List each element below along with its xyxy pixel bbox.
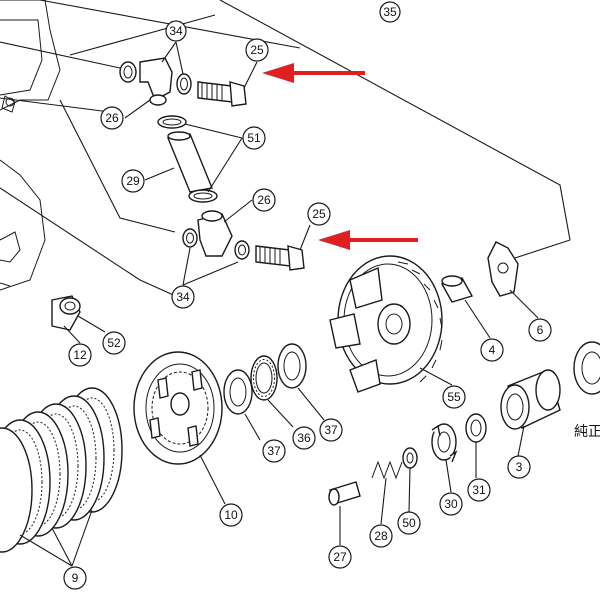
callout-35: 35 — [379, 1, 401, 23]
callout-12: 12 — [68, 343, 92, 367]
plain-washer — [465, 413, 487, 443]
callout-25-upper: 25 — [245, 38, 269, 62]
thrust-washer-inner — [277, 343, 307, 389]
lock-washer — [431, 423, 458, 463]
clutch-housing — [329, 255, 443, 393]
upper-banjo-fitting — [119, 57, 192, 106]
callout-12-label: 12 — [73, 348, 87, 362]
callout-51: 51 — [242, 126, 266, 150]
callout-35-label: 35 — [383, 5, 397, 19]
lower-banjo-bolt — [255, 245, 305, 271]
callout-29-label: 29 — [126, 174, 140, 188]
callout-9: 9 — [63, 566, 87, 590]
clutch-plate-stack — [0, 387, 123, 553]
callout-34-upper-label: 34 — [169, 24, 183, 38]
upper-red-arrow — [262, 63, 365, 83]
upper-hose-clamp — [157, 115, 187, 129]
callout-34-lower-label: 34 — [176, 290, 190, 304]
lower-banjo-fitting — [182, 210, 250, 260]
thrust-washer-outer — [223, 369, 253, 415]
callout-4: 4 — [480, 338, 504, 362]
callout-25-lower: 25 — [307, 202, 331, 226]
spring-washer — [402, 447, 418, 469]
callout-37-left-label: 37 — [267, 444, 281, 458]
pressure-plate — [133, 351, 223, 465]
clutch-bushing — [440, 275, 474, 303]
callout-26-upper: 26 — [100, 106, 124, 130]
lower-hose-clamp — [188, 189, 218, 203]
callout-28: 28 — [369, 524, 393, 548]
callout-36-label: 36 — [297, 431, 311, 445]
callout-50-label: 50 — [402, 516, 416, 530]
callout-36: 36 — [292, 426, 316, 450]
callout-37-left: 37 — [262, 439, 286, 463]
callout-4-label: 4 — [489, 343, 496, 357]
callout-34-lower: 34 — [171, 285, 195, 309]
callout-31: 31 — [467, 478, 491, 502]
clutch-spring — [371, 460, 403, 480]
callout-52-label: 52 — [107, 336, 121, 350]
callout-25-lower-label: 25 — [312, 207, 326, 221]
callout-6-label: 6 — [537, 323, 544, 337]
callout-10: 10 — [219, 503, 243, 527]
callout-10-label: 10 — [224, 508, 238, 522]
oil-hose — [167, 131, 213, 193]
callout-55: 55 — [442, 385, 466, 409]
callout-26-lower: 26 — [252, 188, 276, 212]
callout-50: 50 — [397, 511, 421, 535]
callout-27: 27 — [328, 545, 352, 569]
upper-banjo-bolt — [197, 81, 247, 107]
callout-28-label: 28 — [374, 529, 388, 543]
callout-6: 6 — [528, 318, 552, 342]
lock-plate — [487, 241, 519, 297]
callout-31-label: 31 — [472, 483, 486, 497]
callout-37-right-label: 37 — [324, 423, 338, 437]
callout-25-upper-label: 25 — [250, 43, 264, 57]
callout-26-upper-label: 26 — [105, 111, 119, 125]
callout-29: 29 — [121, 169, 145, 193]
lower-red-arrow — [318, 230, 418, 250]
callout-51-label: 51 — [247, 131, 261, 145]
callout-30-label: 30 — [444, 497, 458, 511]
callout-30: 30 — [439, 492, 463, 516]
callout-52: 52 — [102, 331, 126, 355]
clutch-boss — [500, 369, 561, 430]
callout-27-label: 27 — [333, 550, 347, 564]
oil-plug — [51, 295, 81, 331]
leader-lines — [19, 41, 539, 567]
genuine-parts-label: 純正 — [574, 424, 600, 440]
callout-55-label: 55 — [447, 390, 461, 404]
outer-hub-fragment — [573, 341, 600, 395]
callout-26-lower-label: 26 — [257, 193, 271, 207]
callout-37-right: 37 — [319, 418, 343, 442]
callout-3-label: 3 — [516, 460, 523, 474]
callout-34-upper: 34 — [165, 20, 187, 42]
assembly-boundary-lines — [0, 0, 571, 299]
push-rod — [328, 481, 361, 506]
callout-3: 3 — [507, 455, 531, 479]
thrust-bearing — [250, 355, 278, 401]
callout-9-label: 9 — [72, 571, 79, 585]
